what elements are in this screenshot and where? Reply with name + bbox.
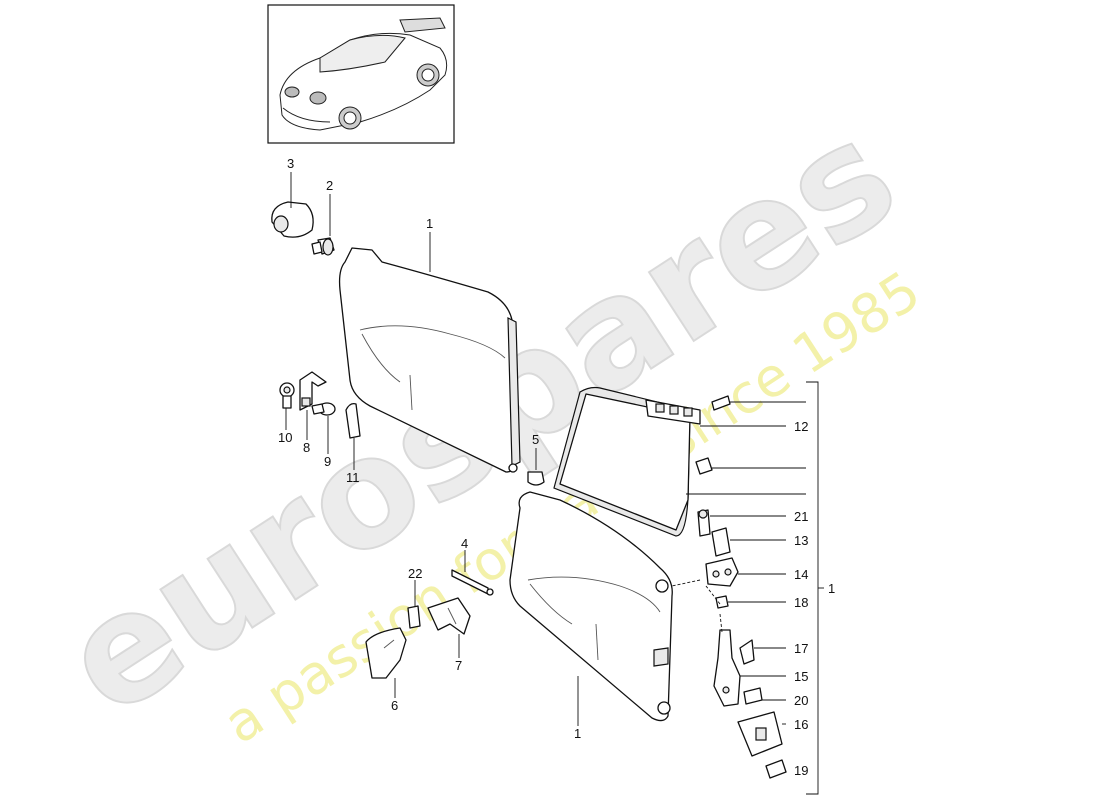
callout-4: 4: [461, 536, 468, 551]
callout-11: 11: [346, 470, 360, 485]
callout-15: 15: [794, 669, 808, 684]
callout-20: 20: [794, 693, 808, 708]
part-9-bolt: [311, 402, 336, 416]
part-16-plate: [737, 711, 783, 757]
part-1-upper-backrest: [338, 247, 521, 473]
part-13-pin: [711, 527, 731, 557]
part-8-bracket: [299, 371, 327, 411]
part-11-cover: [345, 402, 361, 439]
callout-8: 8: [303, 440, 310, 455]
callout-12: 12: [794, 419, 808, 434]
callout-1-bracket: 1: [828, 581, 835, 596]
part-14-hinge: [705, 557, 739, 587]
callout-22: 22: [408, 566, 422, 581]
leader-lines: [285, 172, 824, 795]
callout-7: 7: [455, 658, 462, 673]
callout-19: 19: [794, 763, 808, 778]
callout-13: 13: [794, 533, 808, 548]
callout-18: 18: [794, 595, 808, 610]
callout-9: 9: [324, 454, 331, 469]
callout-10: 10: [278, 430, 292, 445]
part-2-pin: [311, 237, 335, 256]
part-17-spring: [739, 639, 755, 665]
part-10-screw: [279, 382, 295, 409]
part-7-bracket: [427, 597, 471, 635]
callout-1-lower: 1: [574, 726, 581, 741]
callout-6: 6: [391, 698, 398, 713]
part-21-screw: [697, 509, 711, 537]
part-12-panel: [553, 386, 691, 537]
car-drawing: [279, 17, 448, 131]
callout-3: 3: [287, 156, 294, 171]
part-22-screw: [407, 605, 421, 629]
part-6-cover: [365, 627, 407, 679]
part-19-screw: [765, 759, 787, 779]
part-4-rod: [451, 569, 494, 596]
part-18-clip: [715, 595, 729, 609]
callout-21: 21: [794, 509, 808, 524]
part-1-lower-backrest: [509, 491, 673, 722]
part-3-cap: [271, 201, 314, 238]
callout-16: 16: [794, 717, 808, 732]
part-12-clip-bar: [645, 399, 701, 425]
part-5-clip: [527, 471, 545, 486]
callout-numbers: 3 2 1 10 8 9 11 5 4 22 7 6 1 12 21 13 14…: [278, 156, 835, 778]
part-12-screw: [711, 395, 731, 411]
callout-5: 5: [532, 432, 539, 447]
callout-14: 14: [794, 567, 808, 582]
part-12-small-clip: [695, 457, 713, 475]
car-thumbnail: [267, 4, 455, 144]
part-15-latch: [713, 629, 741, 707]
part-20-screw: [743, 687, 763, 705]
callout-1-upper: 1: [426, 216, 433, 231]
callout-17: 17: [794, 641, 808, 656]
callout-2: 2: [326, 178, 333, 193]
